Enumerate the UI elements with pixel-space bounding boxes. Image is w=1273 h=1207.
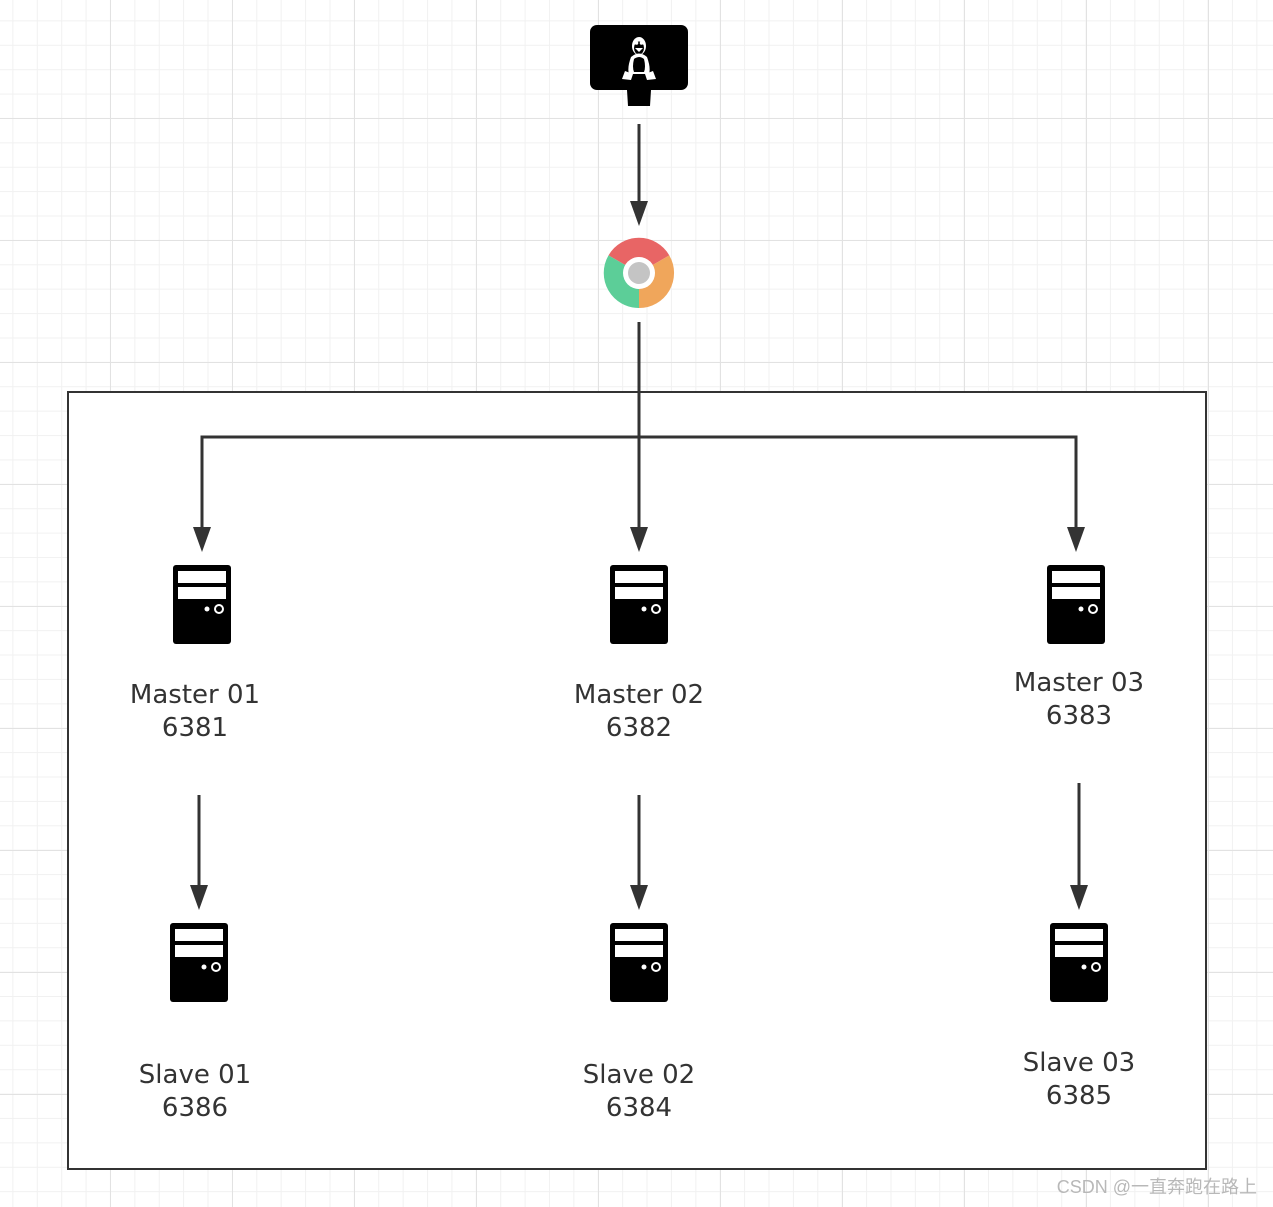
node-name: Slave 02 <box>582 1060 696 1090</box>
server-icon-slave-01 <box>170 923 228 1002</box>
cluster-container <box>67 391 1207 1170</box>
node-label-slave-03: Slave 03 6385 <box>979 1047 1179 1113</box>
node-port: 6382 <box>605 713 673 743</box>
server-icon-master-01 <box>173 565 231 644</box>
node-label-master-02: Master 02 6382 <box>539 679 739 745</box>
server-icon-master-03 <box>1047 565 1105 644</box>
node-label-slave-01: Slave 01 6386 <box>95 1059 295 1125</box>
node-label-master-01: Master 01 6381 <box>95 679 295 745</box>
watermark: CSDN @一直奔跑在路上 <box>1056 1177 1257 1197</box>
node-name: Master 01 <box>129 680 261 710</box>
arrowhead <box>630 201 648 226</box>
node-name: Master 02 <box>573 680 705 710</box>
linux-monitor-icon <box>590 25 688 106</box>
arrowhead <box>1067 527 1085 552</box>
edge-bus-right <box>639 435 1078 530</box>
node-port: 6385 <box>1045 1081 1113 1111</box>
arrowhead <box>1070 885 1088 910</box>
arrowhead <box>193 527 211 552</box>
arrowhead <box>630 885 648 910</box>
node-name: Slave 03 <box>1022 1048 1136 1078</box>
node-port: 6381 <box>161 713 229 743</box>
penguin-icon <box>622 37 656 80</box>
server-icon-slave-02 <box>610 923 668 1002</box>
edge-bus-left <box>200 435 639 530</box>
server-icon-master-02 <box>610 565 668 644</box>
chrome-icon <box>603 237 675 309</box>
node-name: Slave 01 <box>138 1060 252 1090</box>
node-port: 6386 <box>161 1093 229 1123</box>
node-name: Master 03 <box>1013 668 1145 698</box>
arrowhead <box>190 885 208 910</box>
node-label-slave-02: Slave 02 6384 <box>539 1059 739 1125</box>
node-port: 6383 <box>1045 701 1113 731</box>
node-port: 6384 <box>605 1093 673 1123</box>
arrowhead <box>630 527 648 552</box>
server-icon-slave-03 <box>1050 923 1108 1002</box>
node-label-master-03: Master 03 6383 <box>979 667 1179 733</box>
